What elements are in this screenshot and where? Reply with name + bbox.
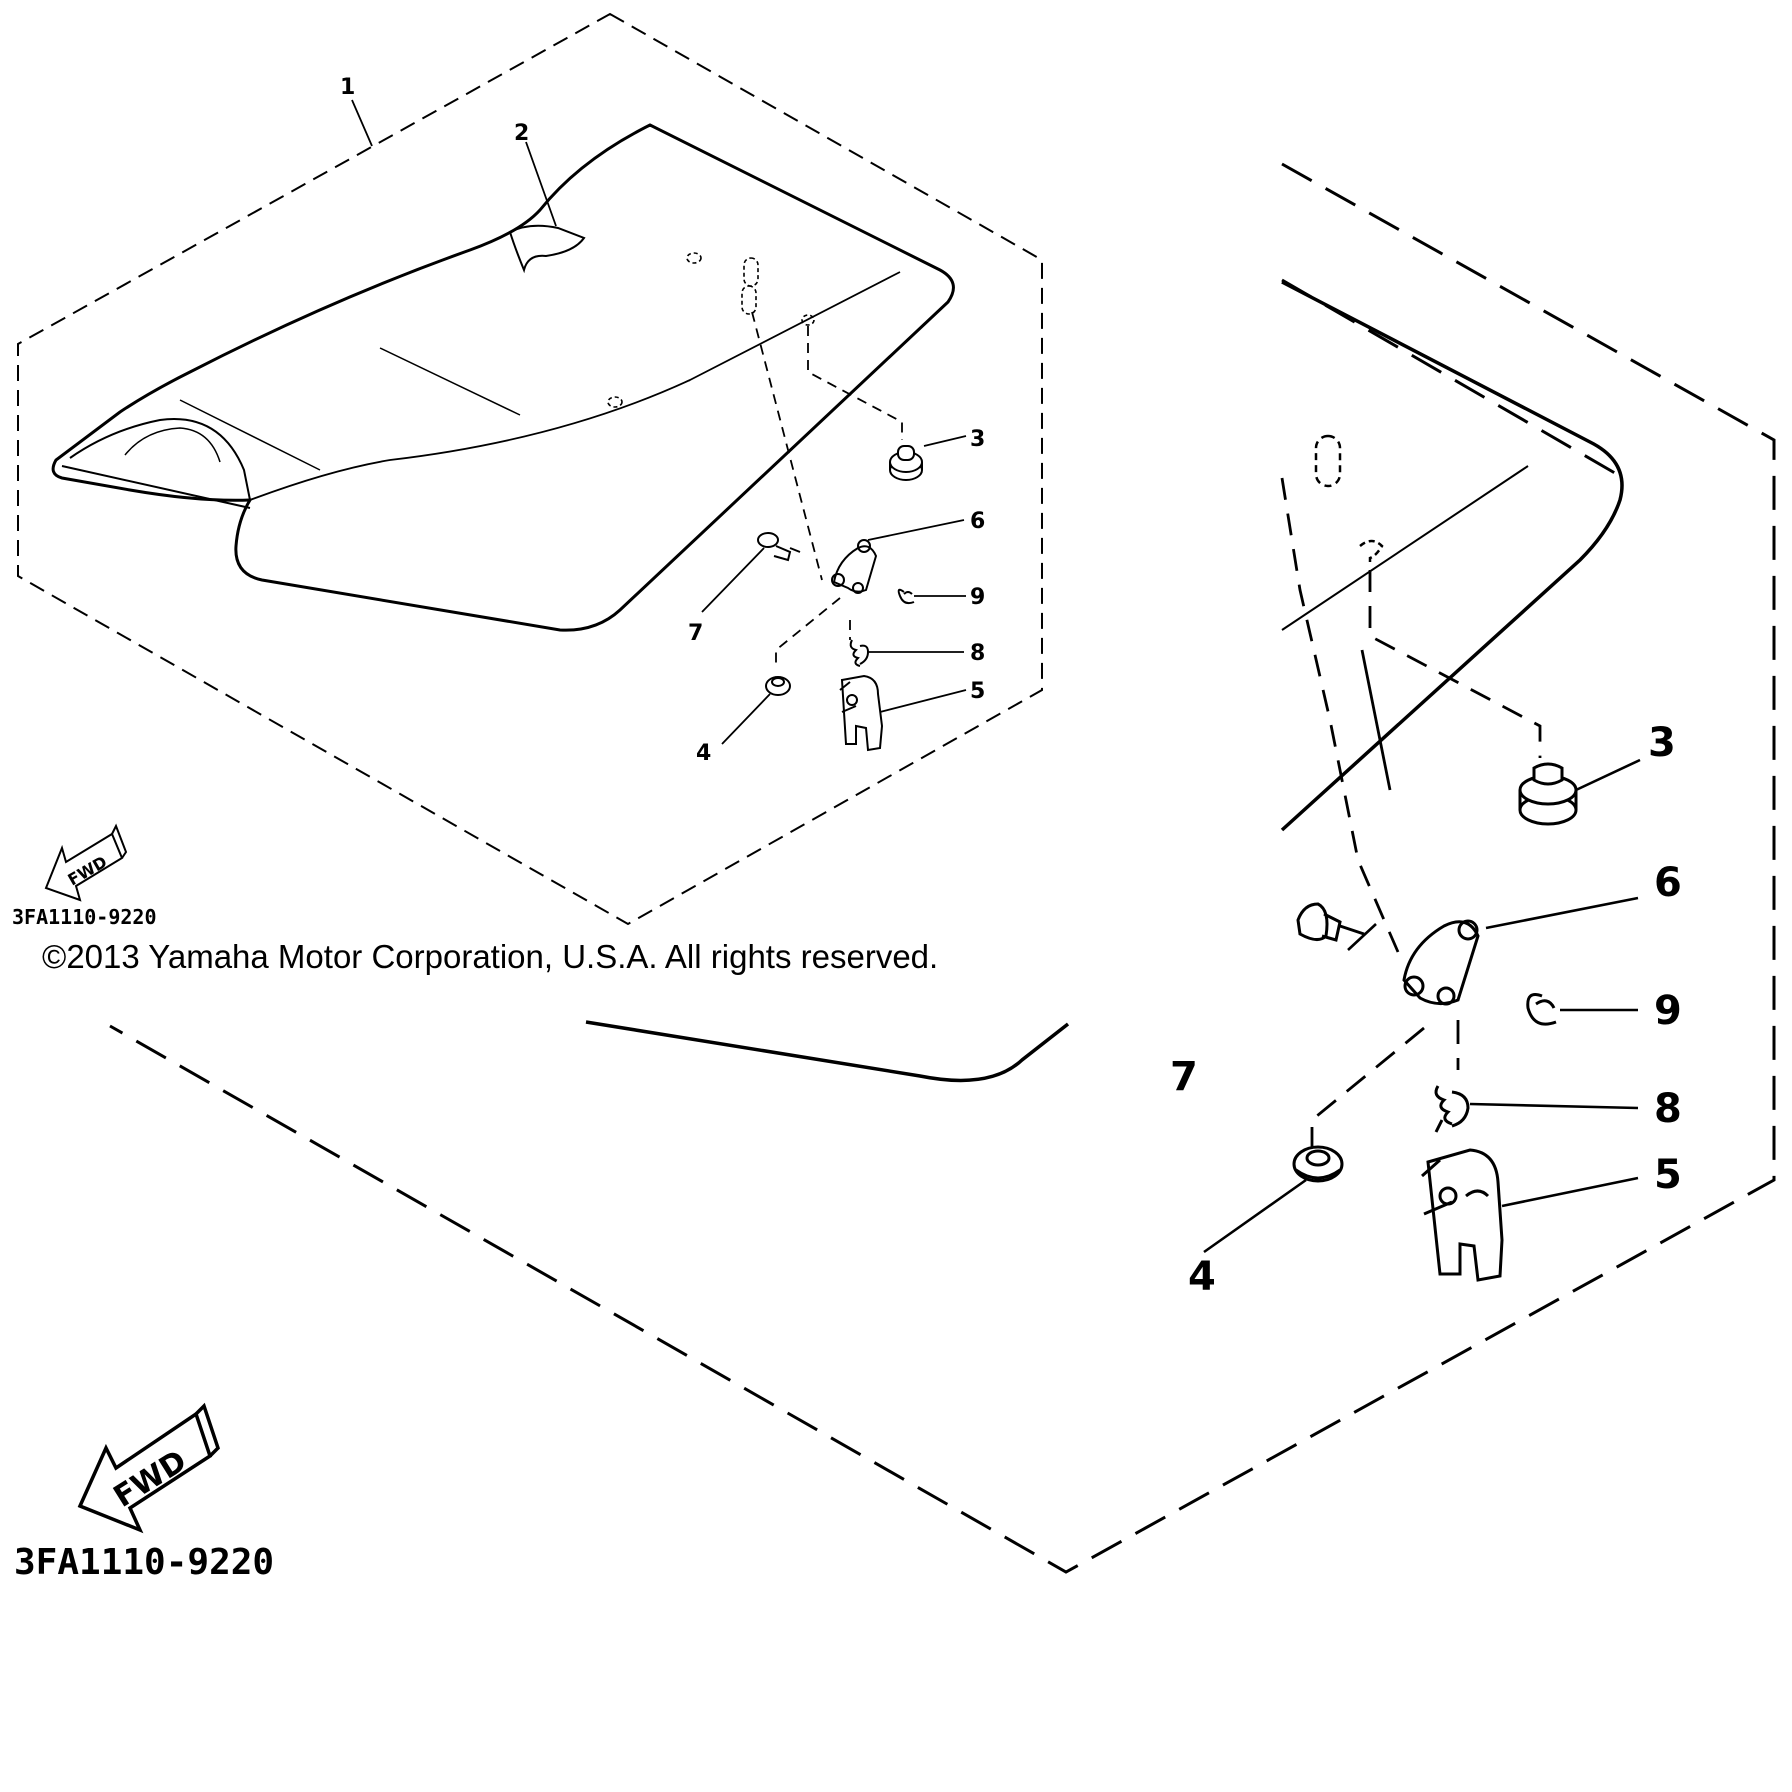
overview-callout-4: 4: [696, 741, 711, 766]
overview-diagram: [17, 12, 1043, 926]
detail-assembly-leader: [1280, 477, 1542, 953]
detail-assembly-boundary: [109, 162, 1776, 1574]
overview-hole: [686, 252, 702, 264]
overview-seat-panel-line: [179, 347, 521, 471]
overview-slot: [743, 257, 759, 287]
detail-part-8-spring: [1434, 1085, 1470, 1133]
detail-callout-5: 5: [1654, 1152, 1682, 1198]
detail-part-9-clip: [1526, 993, 1557, 1026]
detail-diagram: [109, 162, 1776, 1574]
overview-part-5-latch: [839, 674, 884, 752]
detail-hole: [1359, 539, 1384, 566]
overview-part-9-clip: [897, 588, 915, 605]
detail-seat-crease: [1281, 465, 1529, 631]
overview-part-7-bolt: [757, 532, 801, 562]
copyright-notice: ©2013 Yamaha Motor Corporation, U.S.A. A…: [42, 938, 939, 975]
overview-callout-leaders: [351, 99, 967, 745]
overview-hole: [801, 314, 815, 326]
detail-callout-9: 9: [1654, 988, 1682, 1034]
detail-callout-4: 4: [1188, 1254, 1216, 1300]
overview-recess-inner: [124, 427, 221, 463]
detail-part-3-bumper: [1518, 762, 1578, 826]
overview-callout-2: 2: [514, 121, 529, 146]
detail-part-7-bolt: [1296, 902, 1365, 942]
overview-callout-9: 9: [970, 585, 985, 610]
detail-assembly-leader: [1360, 649, 1392, 791]
overview-callout-1: 1: [340, 75, 355, 100]
detail-callout-6: 6: [1654, 860, 1682, 906]
overview-callout-6: 6: [970, 509, 985, 534]
overview-slot: [741, 285, 757, 315]
overview-part-8-spring: [849, 639, 870, 667]
detail-assembly-leader: [1310, 1020, 1460, 1148]
detail-slot: [1314, 434, 1342, 488]
detail-callout-8: 8: [1654, 1086, 1682, 1132]
overview-assembly-boundary: [17, 12, 1043, 926]
detail-part-number: 3FA1110-9220: [14, 1542, 274, 1583]
overview-seat-outline: [51, 123, 955, 632]
detail-part-5-latch: [1421, 1148, 1504, 1282]
detail-seat-edge: [585, 1020, 1070, 1083]
overview-part-number: 3FA1110-9220: [12, 905, 157, 929]
overview-part-4-grommet: [765, 676, 791, 696]
overview-assembly-leader: [751, 311, 903, 581]
overview-assembly-leader: [775, 597, 851, 668]
overview-seat-crease: [249, 271, 901, 501]
overview-callout-7: 7: [688, 621, 703, 646]
detail-part-4-grommet: [1292, 1145, 1344, 1183]
detail-callout-leaders: [1203, 758, 1641, 1254]
overview-part-3-bumper: [889, 445, 923, 481]
overview-part-6-bracket: [831, 539, 878, 594]
detail-fwd-arrow-icon: [77, 1402, 221, 1534]
overview-callout-3: 3: [970, 427, 985, 452]
detail-part-6-bracket: [1402, 919, 1480, 1006]
overview-rear-recess: [61, 418, 251, 509]
overview-callout-8: 8: [970, 641, 985, 666]
overview-strap: [508, 224, 586, 274]
overview-fwd-arrow-icon: [44, 823, 128, 902]
detail-callout-7: 7: [1170, 1054, 1198, 1100]
overview-hole: [607, 396, 623, 408]
detail-seat-edge: [1280, 280, 1624, 832]
overview-callout-5: 5: [970, 679, 985, 704]
detail-callout-3: 3: [1648, 720, 1676, 766]
